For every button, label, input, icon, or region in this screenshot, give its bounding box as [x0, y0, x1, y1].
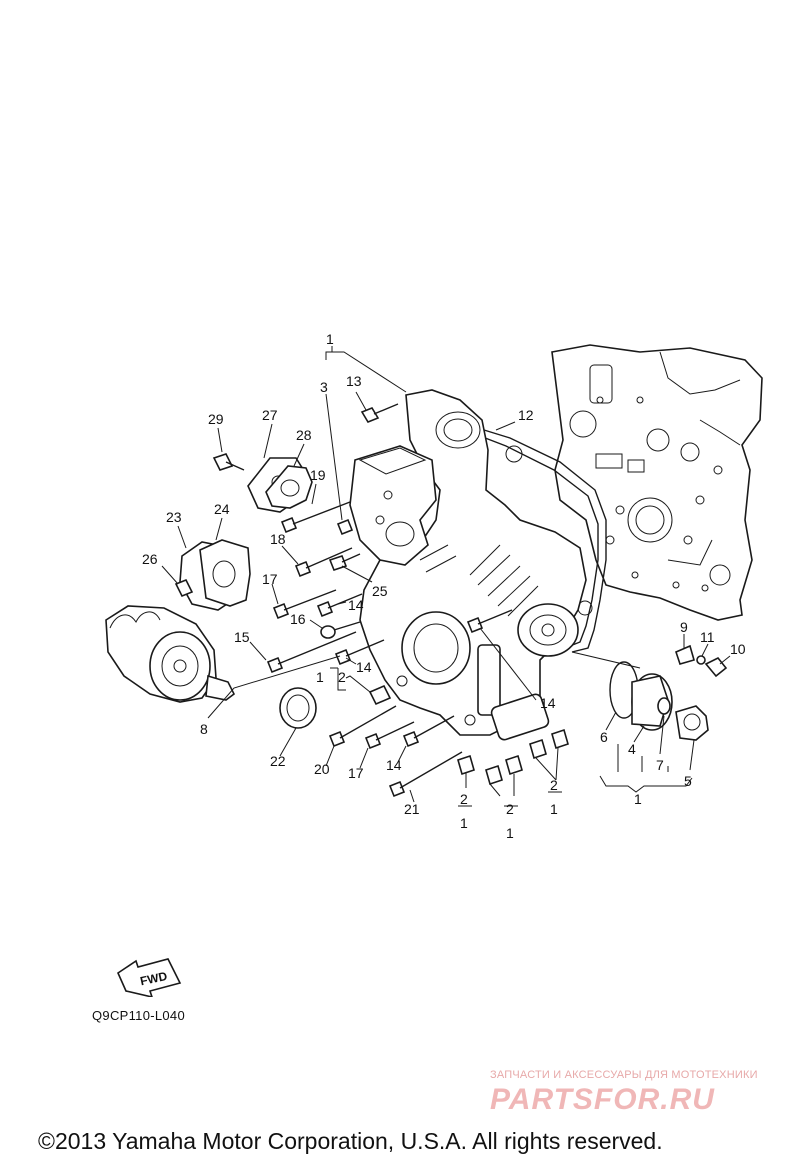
- engine-crankcase-block: [551, 344, 763, 621]
- callout-2-a: 2: [460, 791, 468, 807]
- drawing-code: Q9CP110-L040: [92, 1008, 185, 1023]
- callout-14-b: 14: [356, 659, 372, 675]
- copyright-notice: ©2013 Yamaha Motor Corporation, U.S.A. A…: [38, 1128, 663, 1154]
- callout-5: 5: [684, 773, 692, 789]
- callout-18: 18: [270, 531, 286, 547]
- callout-1-b: 1: [506, 825, 514, 841]
- callout-2-b: 2: [506, 801, 514, 817]
- callout-1-top: 1: [326, 331, 334, 347]
- relief-valve-group: [609, 661, 709, 741]
- callout-23: 23: [166, 509, 182, 525]
- callout-24: 24: [214, 501, 230, 517]
- callout-9: 9: [680, 619, 688, 635]
- callout-3: 3: [320, 379, 328, 395]
- callout-12: 12: [518, 407, 534, 423]
- callout-1-left: 1: [316, 669, 324, 685]
- callout-29: 29: [208, 411, 224, 427]
- oil-pump-housing: [349, 445, 437, 566]
- callout-11: 11: [700, 629, 715, 645]
- callout-22: 22: [270, 753, 286, 769]
- callout-1-bottom: 1: [634, 791, 642, 807]
- callout-6: 6: [600, 729, 608, 745]
- callout-labels: 1 3 13 12 29 27 28 19 23 24 26 18 25 17 …: [142, 331, 746, 841]
- callout-8: 8: [200, 721, 208, 737]
- fwd-label: FWD: [139, 969, 169, 988]
- callout-17-a: 17: [262, 571, 278, 587]
- timing-cover: [359, 389, 587, 741]
- callout-15: 15: [234, 629, 250, 645]
- gasket-outline: [479, 429, 607, 653]
- callout-10: 10: [730, 641, 746, 657]
- cover-23-24: [174, 539, 251, 611]
- callout-2-left: 2: [338, 669, 346, 685]
- callout-20: 20: [314, 761, 330, 777]
- callout-21: 21: [404, 801, 420, 817]
- callout-7: 7: [656, 757, 664, 773]
- callout-16: 16: [290, 611, 306, 627]
- callout-28: 28: [296, 427, 312, 443]
- watermark-logo: PARTSFOR.RU: [490, 1083, 715, 1116]
- callout-1-a: 1: [460, 815, 468, 831]
- callout-2-c: 2: [550, 777, 558, 793]
- group-brackets: [330, 667, 562, 807]
- callout-13: 13: [346, 373, 362, 389]
- callout-1-c: 1: [550, 801, 558, 817]
- callout-26: 26: [142, 551, 158, 567]
- leader-lines: [161, 346, 731, 803]
- callout-27: 27: [262, 407, 278, 423]
- callout-17-b: 17: [348, 765, 364, 781]
- fwd-arrow-icon: FWD: [116, 958, 182, 997]
- watermark-tagline: ЗАПЧАСТИ И АКСЕССУАРЫ ДЛЯ МОТОТЕХНИКИ: [490, 1069, 758, 1081]
- callout-14-c: 14: [540, 695, 556, 711]
- oil-filter: [105, 605, 236, 703]
- callout-14-a: 14: [348, 597, 364, 613]
- callout-19: 19: [310, 467, 326, 483]
- bracket-27-28: [212, 453, 313, 513]
- oil-seal: [279, 687, 317, 729]
- spring-plunger-parts: [675, 644, 728, 678]
- callout-4: 4: [628, 741, 636, 757]
- callout-25: 25: [372, 583, 388, 599]
- callout-14-d: 14: [386, 757, 402, 773]
